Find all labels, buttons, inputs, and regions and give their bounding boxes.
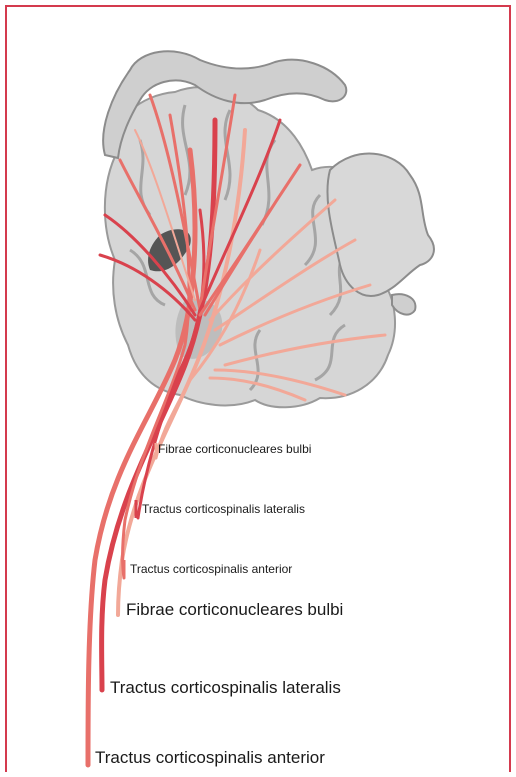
- label-fibrae-corticonucleares-small: Fibrae corticonucleares bulbi: [158, 442, 311, 456]
- label-tractus-lateralis-small: Tractus corticospinalis lateralis: [142, 502, 305, 516]
- label-tractus-lateralis: Tractus corticospinalis lateralis: [110, 678, 341, 698]
- label-tractus-anterior-small: Tractus corticospinalis anterior: [130, 562, 292, 576]
- label-tractus-anterior: Tractus corticospinalis anterior: [95, 748, 325, 768]
- homunculus-tongue: [392, 294, 415, 314]
- label-fibrae-corticonucleares: Fibrae corticonucleares bulbi: [126, 600, 343, 620]
- homunculus-face: [327, 154, 433, 296]
